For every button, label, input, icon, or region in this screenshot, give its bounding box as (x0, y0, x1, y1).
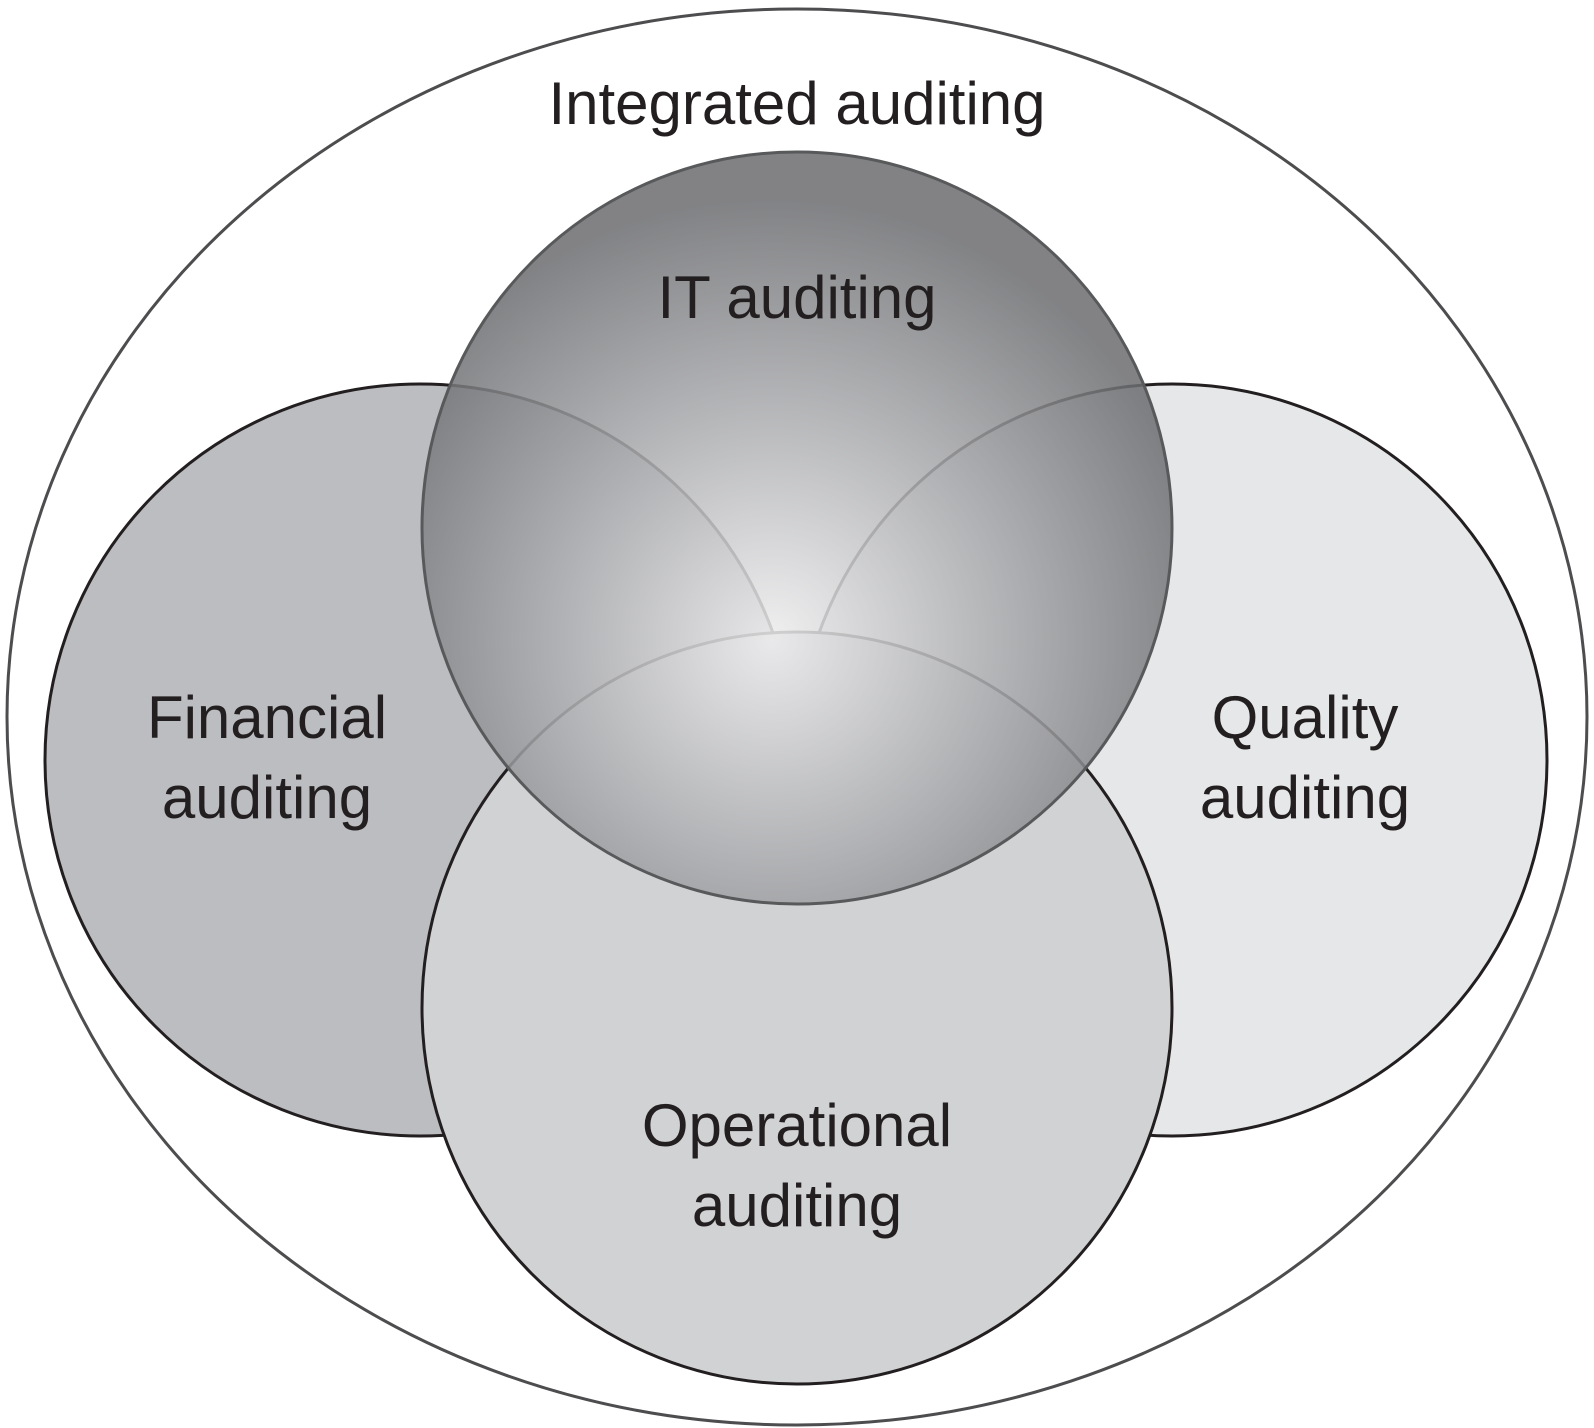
financial-auditing-label-line1: Financial (147, 684, 387, 751)
it-auditing-label: IT auditing (657, 264, 936, 331)
quality-auditing-label-line2: auditing (1200, 764, 1410, 831)
quality-auditing-label-line1: Quality (1212, 684, 1399, 751)
operational-auditing-label-line2: auditing (692, 1172, 902, 1239)
it-auditing-circle (420, 150, 1174, 906)
integrated-auditing-label: Integrated auditing (548, 70, 1045, 137)
financial-auditing-label-line2: auditing (162, 764, 372, 831)
operational-auditing-label-line1: Operational (642, 1092, 952, 1159)
